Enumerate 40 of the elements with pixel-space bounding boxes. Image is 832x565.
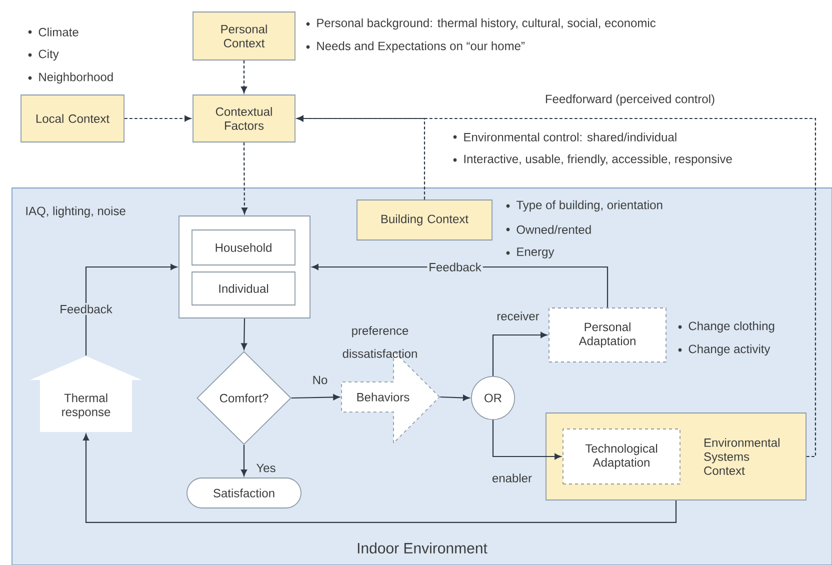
bullet-item: Interactive, usable, friendly, accessible, responsive [453,154,732,166]
process-box: Personal Adaptation [548,308,666,362]
bullet-item: Climate [28,28,78,36]
arrow [296,116,426,200]
bullet-item: Type of building, orientation [506,200,662,212]
context-box: Local Context [20,94,124,142]
bullet-item: City [28,49,59,61]
process-box: Technological Adaptation [562,428,680,484]
process-box: Individual [192,272,296,306]
edge-label: Feedforward (perceived control) [543,92,717,108]
arrow [241,318,248,350]
bullet-item: Energy [506,248,554,258]
bullet-item: Personal background: thermal history, cultural, social, economic [306,18,656,30]
context-box: Contextual Factors [192,94,296,142]
arrow [83,434,677,523]
arrow [241,444,248,476]
arrow [291,394,340,400]
context-box: Personal Context [192,12,296,60]
bullet-item: Needs and Expectations on “our home” [306,41,525,53]
note-text: IAQ, lighting, noise [26,206,126,218]
arrow [440,394,470,401]
arrow [492,420,562,460]
arrow [85,264,178,356]
edge-label: Feedback [427,261,483,273]
bullet-item: Environmental control: shared/individual [453,132,676,142]
bullet-item: Change clothing [678,321,774,333]
edge-label: Yes [254,462,278,474]
process-box: Household [192,230,296,266]
context-box: Building Context [356,200,492,240]
arrow [124,116,192,122]
arrow [492,332,548,376]
arrow [241,60,248,94]
terminal-box: Satisfaction [186,478,302,508]
edge-label: receiver [495,310,541,322]
bullet-item: Neighborhood [28,72,113,84]
arrow [241,142,248,214]
edge-label: Feedback [58,303,114,315]
bullet-item: Owned/rented [506,225,591,234]
bullet-item: Change activity [678,344,770,356]
edge-label: enabler [490,472,534,484]
